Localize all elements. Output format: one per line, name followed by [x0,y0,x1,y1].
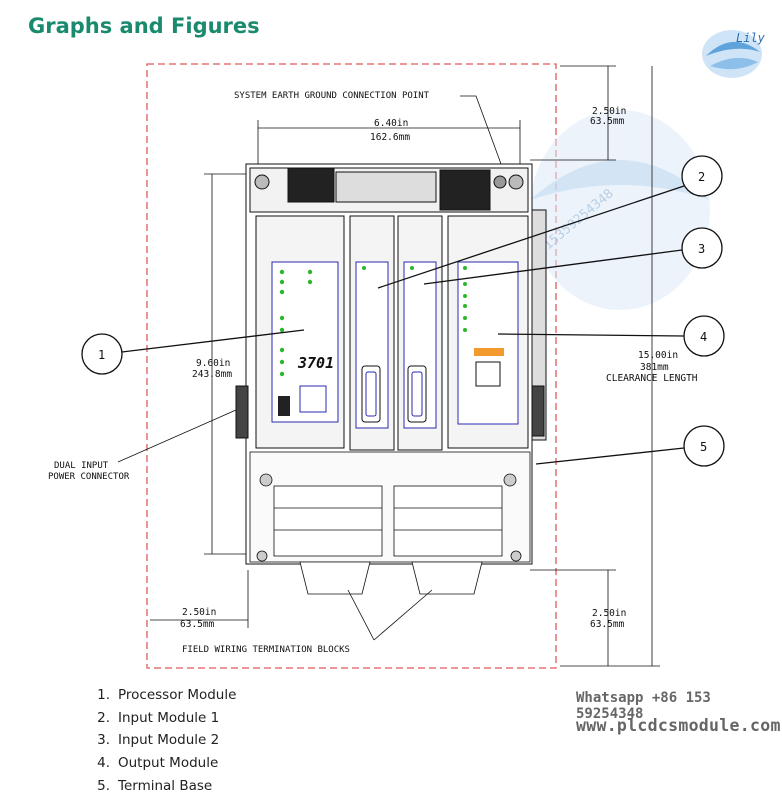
svg-text:2.50in: 2.50in [182,607,216,618]
callout-1 [81,333,123,375]
svg-text:15.00in: 15.00in [638,350,678,361]
svg-text:63.5mm: 63.5mm [590,116,625,127]
legend-item: 1.Processor Module [97,687,237,703]
legend-item: 3.Input Module 2 [97,732,220,749]
module-legend: 1.Processor Module 2.Input Module 1 3.In… [88,684,236,797]
clearance-border [146,63,557,669]
svg-text:2: 2 [698,170,705,184]
svg-text:Lily: Lily [736,31,766,45]
input-module-2 [397,215,443,451]
svg-text:63.5mm: 63.5mm [590,619,625,630]
callout-2 [681,155,723,197]
svg-text:162.6mm: 162.6mm [370,132,410,143]
svg-text:3701: 3701 [297,354,334,372]
legend-item: 2.Input Module 1 [97,709,220,726]
callout-5 [683,425,725,467]
website-url: www.plcdcsmodule.com [576,716,781,735]
legend-item: 4.Output Module [97,755,219,772]
module-diagram: 15359254348 SYSTEM EARTH GROUND CONNECTI… [48,63,725,669]
legend-item: 5.Terminal Base [97,777,213,794]
input-module-1 [349,215,395,451]
svg-text:3: 3 [698,242,705,256]
svg-text:1: 1 [98,348,105,362]
svg-text:381mm: 381mm [640,362,669,373]
processor-module: 3701 [255,215,345,449]
terminal-base [249,451,531,595]
svg-text:2.50in: 2.50in [592,106,626,117]
svg-text:6.40in: 6.40in [374,118,408,129]
output-module [447,215,529,449]
callout-3 [681,227,723,269]
svg-text:SYSTEM EARTH GROUND CONNECTION: SYSTEM EARTH GROUND CONNECTION POINT [234,91,430,101]
svg-text:POWER CONNECTOR: POWER CONNECTOR [48,472,130,482]
svg-text:63.5mm: 63.5mm [180,619,215,630]
svg-text:243.8mm: 243.8mm [192,369,232,380]
svg-text:9.60in: 9.60in [196,358,230,369]
svg-text:DUAL INPUT: DUAL INPUT [54,461,109,471]
svg-text:5: 5 [700,440,707,454]
svg-text:CLEARANCE LENGTH: CLEARANCE LENGTH [606,373,698,384]
whatsapp-contact: Whatsapp +86 153 59254348 [576,690,711,722]
lily-logo: Lily [702,30,766,78]
svg-text:4: 4 [700,330,707,344]
svg-text:2.50in: 2.50in [592,608,626,619]
page-title: Graphs and Figures [28,14,260,38]
svg-text:FIELD WIRING TERMINATION BLOCK: FIELD WIRING TERMINATION BLOCKS [182,645,350,655]
